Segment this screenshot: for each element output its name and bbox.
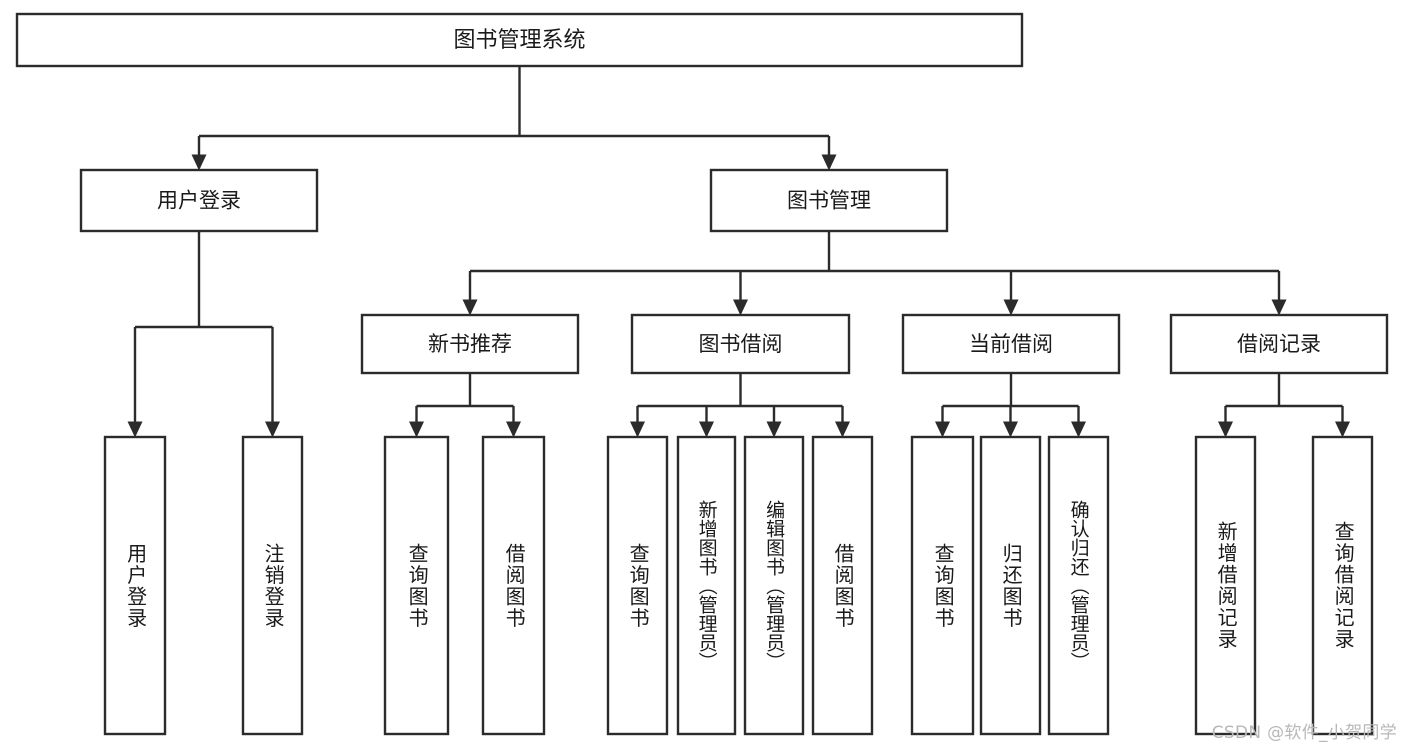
- node-box: [901, 313, 1121, 375]
- node-l2-图书管理[interactable]: 图书管理: [709, 168, 949, 233]
- node-label: 当前借阅: [969, 332, 1053, 356]
- node-root-图书管理系统[interactable]: 图书管理系统: [15, 12, 1024, 68]
- node-box: [811, 435, 874, 736]
- node-box: [15, 12, 1024, 68]
- node-box: [383, 435, 450, 736]
- node-box: [79, 168, 319, 233]
- node-label: 新书推荐: [428, 332, 512, 356]
- node-leaf-3[interactable]: [481, 435, 546, 736]
- node-l2-用户登录[interactable]: 用户登录: [79, 168, 319, 233]
- arrow-head-icon: [630, 421, 645, 438]
- arrow-head-icon: [935, 421, 950, 438]
- node-leaf-11[interactable]: [1194, 435, 1257, 736]
- node-box: [103, 435, 167, 736]
- arrow-head-icon: [1003, 299, 1019, 316]
- arrow-head-icon: [766, 421, 782, 438]
- node-leaf-6[interactable]: [743, 435, 805, 736]
- node-l3-当前借阅[interactable]: 当前借阅: [901, 313, 1121, 375]
- arrow-head-icon: [835, 421, 850, 438]
- node-box: [360, 313, 580, 375]
- node-leaf-7[interactable]: [811, 435, 874, 736]
- arrow-head-icon: [506, 421, 521, 438]
- arrow-head-icon: [1335, 421, 1350, 438]
- node-box: [606, 435, 669, 736]
- node-leaf-4[interactable]: [606, 435, 669, 736]
- node-leaf-12[interactable]: [1311, 435, 1374, 736]
- node-label: 图书管理: [787, 189, 871, 213]
- arrow-head-icon: [733, 299, 748, 316]
- arrow-head-icon: [462, 299, 478, 316]
- arrow-head-icon: [699, 421, 714, 438]
- arrow-head-icon: [409, 421, 424, 438]
- arrow-head-icon: [1271, 299, 1287, 316]
- node-l3-借阅记录[interactable]: 借阅记录: [1169, 313, 1389, 375]
- node-box: [241, 435, 304, 736]
- connectors-layer: [127, 66, 1350, 438]
- arrow-head-icon: [127, 421, 143, 438]
- node-leaf-8[interactable]: [910, 435, 975, 736]
- arrow-head-icon: [265, 421, 280, 438]
- node-leaf-9[interactable]: [979, 435, 1042, 736]
- node-leaf-2[interactable]: [383, 435, 450, 736]
- node-box: [709, 168, 949, 233]
- node-leaf-0[interactable]: [103, 435, 167, 736]
- node-box: [1169, 313, 1389, 375]
- node-leaf-1[interactable]: [241, 435, 304, 736]
- arrow-head-icon: [821, 154, 837, 171]
- node-box: [743, 435, 805, 736]
- node-label: 图书管理系统: [453, 28, 585, 53]
- node-l3-图书借阅[interactable]: 图书借阅: [630, 313, 851, 375]
- node-leaf-5[interactable]: [676, 435, 737, 736]
- node-box: [1194, 435, 1257, 736]
- arrow-head-icon: [1071, 421, 1086, 438]
- arrow-head-icon: [191, 154, 207, 171]
- node-box: [481, 435, 546, 736]
- node-box: [1311, 435, 1374, 736]
- node-box: [676, 435, 737, 736]
- arrow-head-icon: [1218, 421, 1233, 438]
- node-box: [1047, 435, 1110, 736]
- node-leaf-10[interactable]: [1047, 435, 1110, 736]
- node-label: 借阅记录: [1237, 332, 1321, 356]
- node-box: [979, 435, 1042, 736]
- node-box: [910, 435, 975, 736]
- arrow-head-icon: [1003, 421, 1018, 438]
- node-box: [630, 313, 851, 375]
- watermark: CSDN @软件_小贺同学: [1211, 723, 1397, 743]
- node-label: 图书借阅: [699, 332, 783, 356]
- node-l3-新书推荐[interactable]: 新书推荐: [360, 313, 580, 375]
- node-label: 用户登录: [157, 189, 241, 213]
